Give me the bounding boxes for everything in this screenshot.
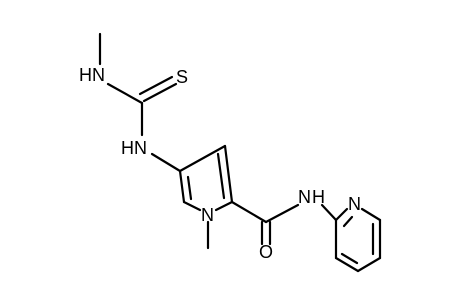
bond-c5-carbonyl — [230, 200, 268, 224]
atom-label-nh-thiourea: HN — [121, 138, 147, 158]
atom-label-sulfur: S — [176, 67, 188, 87]
bond-pyridine-c5-c4 — [356, 256, 382, 273]
atom-label-oxygen: O — [259, 242, 273, 262]
bond-thiocarbonyl-1 — [142, 82, 178, 103]
bond-pyridine-n-c6 — [360, 207, 382, 222]
bond-nh-thiocarbon — [106, 82, 144, 105]
bond-nh-pyridine — [320, 203, 338, 222]
atom-label-amide-h: H — [312, 187, 325, 207]
atom-label-pyrrole-n: N — [201, 205, 214, 225]
bond-pyrrole-c2-c5-inner — [216, 152, 226, 200]
bond-nh-pyrrole-c3 — [150, 152, 182, 173]
bond-carbonyl-nh — [264, 203, 300, 224]
bond-pyrrole-n-c5 — [214, 200, 234, 212]
bond-pyrrole-c3-c2 — [178, 144, 227, 173]
bond-pyridine-c2-n-inner — [342, 215, 354, 228]
bond-pyrrole-c4-n — [182, 200, 202, 212]
atom-label-amide-n: N — [298, 187, 311, 207]
atom-label-pyridine-n: N — [348, 194, 361, 214]
bond-thiocarbonyl-2 — [138, 75, 174, 96]
bond-pyridine-c4-c3 — [334, 256, 360, 273]
bond-pyridine-c4-c3-inner — [340, 252, 359, 265]
bond-pyrrole-c2-c5 — [223, 144, 234, 204]
bond-pyridine-c2-n — [334, 207, 349, 222]
atom-label-nh-methyl: HN — [79, 65, 105, 85]
bond-pyrrole-c4-c4-inner — [186, 175, 193, 201]
bond-pyrrole-c3-c4 — [178, 169, 186, 204]
